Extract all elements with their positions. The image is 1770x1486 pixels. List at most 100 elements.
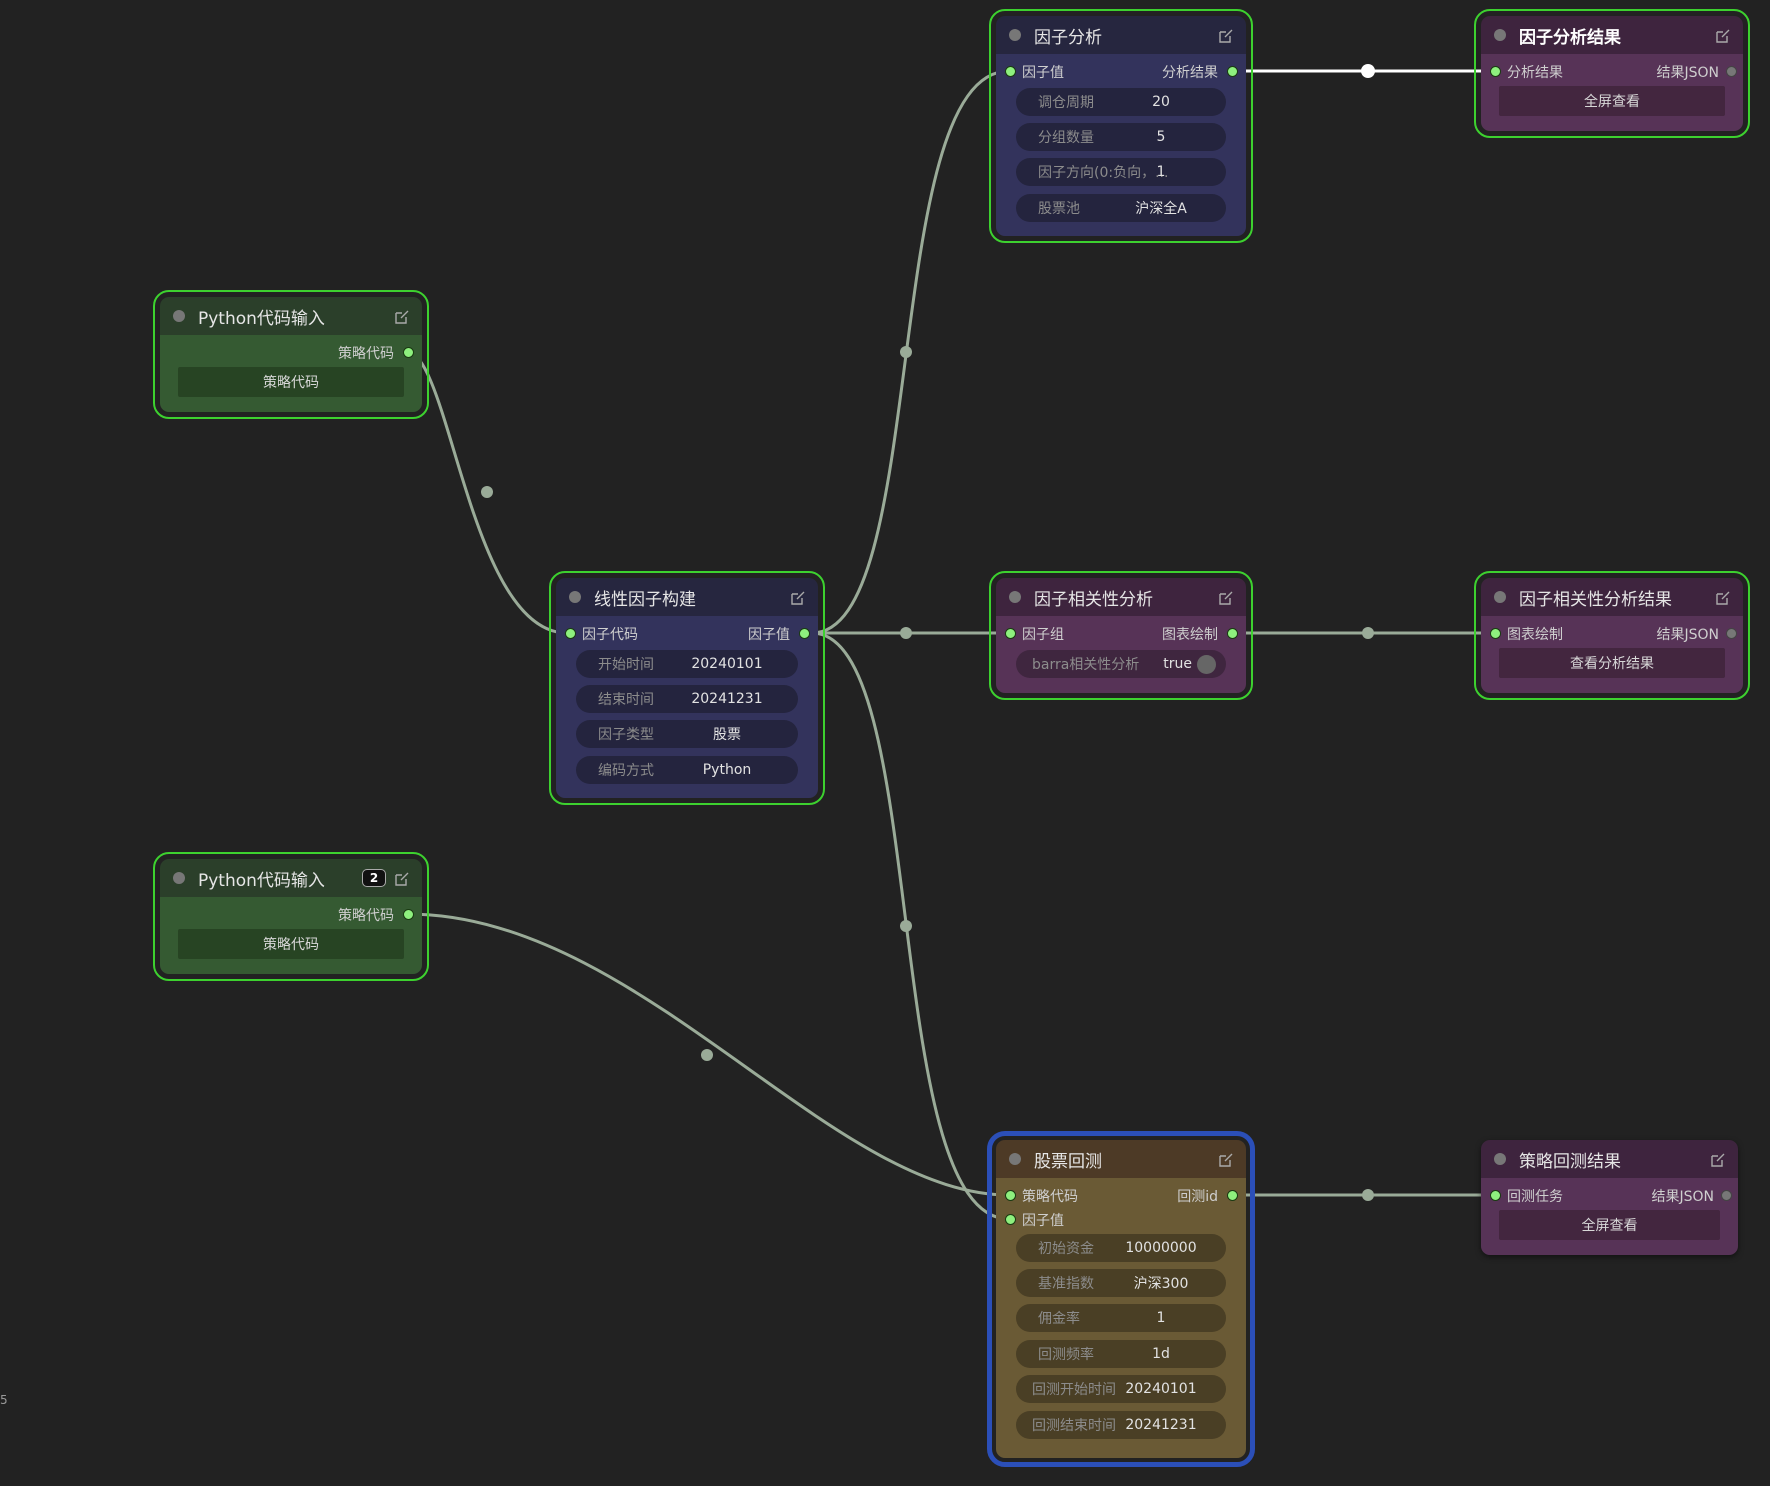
node-python-input-2[interactable]: Python代码输入 2 策略代码 策略代码 [153,852,429,981]
edit-icon[interactable] [394,871,410,887]
output-label: 结果JSON [1656,65,1719,81]
strategy-code-button[interactable]: 策略代码 [178,929,404,959]
node-title: Python代码输入 [198,308,325,329]
node-header[interactable]: 股票回测 [996,1140,1246,1178]
input-label: 因子值 [1022,1213,1064,1229]
output-label: 结果JSON [1656,627,1719,643]
node-title: 股票回测 [1034,1151,1102,1172]
collapse-dot-icon[interactable] [1494,591,1506,603]
node-factor-correlation-result[interactable]: 因子相关性分析结果 图表绘制 结果JSON 查看分析结果 [1474,571,1750,700]
node-python-input-1[interactable]: Python代码输入 策略代码 策略代码 [153,290,429,419]
input-port[interactable] [565,628,576,639]
view-analysis-button[interactable]: 查看分析结果 [1499,648,1725,678]
output-port[interactable] [403,347,414,358]
fullscreen-view-button[interactable]: 全屏查看 [1499,86,1725,116]
collapse-dot-icon[interactable] [1494,1153,1506,1165]
input-port[interactable] [1005,1190,1016,1201]
collapse-dot-icon[interactable] [569,591,581,603]
edit-icon[interactable] [1715,590,1731,606]
fullscreen-view-button[interactable]: 全屏查看 [1499,1210,1720,1240]
node-header[interactable]: 因子相关性分析 [996,578,1246,616]
output-port[interactable] [1227,66,1238,77]
node-header[interactable]: 线性因子构建 [556,578,818,616]
edit-icon[interactable] [1218,1152,1234,1168]
field-label: 回测结束时间 [1032,1418,1116,1434]
input-port[interactable] [1490,628,1501,639]
node-header[interactable]: Python代码输入 2 [160,859,422,897]
node-title: 线性因子构建 [594,589,696,610]
collapse-dot-icon[interactable] [173,872,185,884]
output-label: 结果JSON [1651,1189,1714,1205]
collapse-dot-icon[interactable] [1009,1153,1021,1165]
node-factor-analysis-result[interactable]: 因子分析结果 分析结果 结果JSON 全屏查看 [1474,9,1750,138]
edit-icon[interactable] [1715,28,1731,44]
field-factor-type[interactable]: 因子类型股票 [576,720,798,748]
field-value: 1 [1156,164,1166,180]
node-header[interactable]: 策略回测结果 [1481,1140,1738,1178]
wire-midpoint-selected [1361,64,1375,78]
output-port[interactable] [1726,628,1737,639]
field-benchmark[interactable]: 基准指数 沪深300 [1016,1269,1226,1297]
collapse-dot-icon[interactable] [1009,29,1021,41]
barra-toggle[interactable]: barra相关性分析 true [1016,650,1226,678]
node-body: 图表绘制 结果JSON 查看分析结果 [1481,616,1743,693]
output-port[interactable] [1227,628,1238,639]
input-port[interactable] [1005,1214,1016,1225]
output-port[interactable] [403,909,414,920]
field-label: 因子方向(0:负向，... [1038,165,1169,181]
output-port[interactable] [1721,1190,1732,1201]
field-stock-pool[interactable]: 股票池沪深全A [1016,194,1226,222]
field-value: 1d [1152,1346,1170,1362]
edit-icon[interactable] [1218,28,1234,44]
strategy-code-button[interactable]: 策略代码 [178,367,404,397]
output-port[interactable] [1726,66,1737,77]
edit-icon[interactable] [394,309,410,325]
field-value: 沪深300 [1133,1276,1189,1292]
node-header[interactable]: 因子分析结果 [1481,16,1743,54]
input-port[interactable] [1005,628,1016,639]
node-header[interactable]: 因子相关性分析结果 [1481,578,1743,616]
edit-icon[interactable] [790,590,806,606]
node-title: 因子分析 [1034,27,1102,48]
field-value: 1 [1156,1310,1166,1326]
collapse-dot-icon[interactable] [1009,591,1021,603]
field-value: 股票 [713,727,741,743]
collapse-dot-icon[interactable] [173,310,185,322]
field-value: 20240101 [1125,1381,1197,1397]
toggle-knob-icon[interactable] [1197,655,1216,674]
field-label: 回测频率 [1038,1347,1094,1363]
node-header[interactable]: Python代码输入 [160,297,422,335]
input-label: 因子值 [1022,65,1064,81]
output-port[interactable] [799,628,810,639]
wire-midpoint [481,486,493,498]
field-label: 基准指数 [1038,1276,1094,1292]
input-port[interactable] [1490,1190,1501,1201]
node-header[interactable]: 因子分析 [996,16,1246,54]
input-port[interactable] [1490,66,1501,77]
field-value: 20 [1152,94,1170,110]
field-value: 5 [1156,129,1166,145]
edit-icon[interactable] [1710,1152,1726,1168]
field-frequency[interactable]: 回测频率 1d [1016,1340,1226,1368]
output-port[interactable] [1227,1190,1238,1201]
collapse-dot-icon[interactable] [1494,29,1506,41]
node-factor-correlation[interactable]: 因子相关性分析 因子组 图表绘制 barra相关性分析 true [989,571,1253,700]
field-factor-direction[interactable]: 因子方向(0:负向，...1 [1016,158,1226,186]
input-port[interactable] [1005,66,1016,77]
node-body: 策略代码 策略代码 [160,897,422,974]
edit-icon[interactable] [1218,590,1234,606]
node-backtest-result[interactable]: 策略回测结果 回测任务 结果JSON 全屏查看 [1481,1140,1738,1255]
